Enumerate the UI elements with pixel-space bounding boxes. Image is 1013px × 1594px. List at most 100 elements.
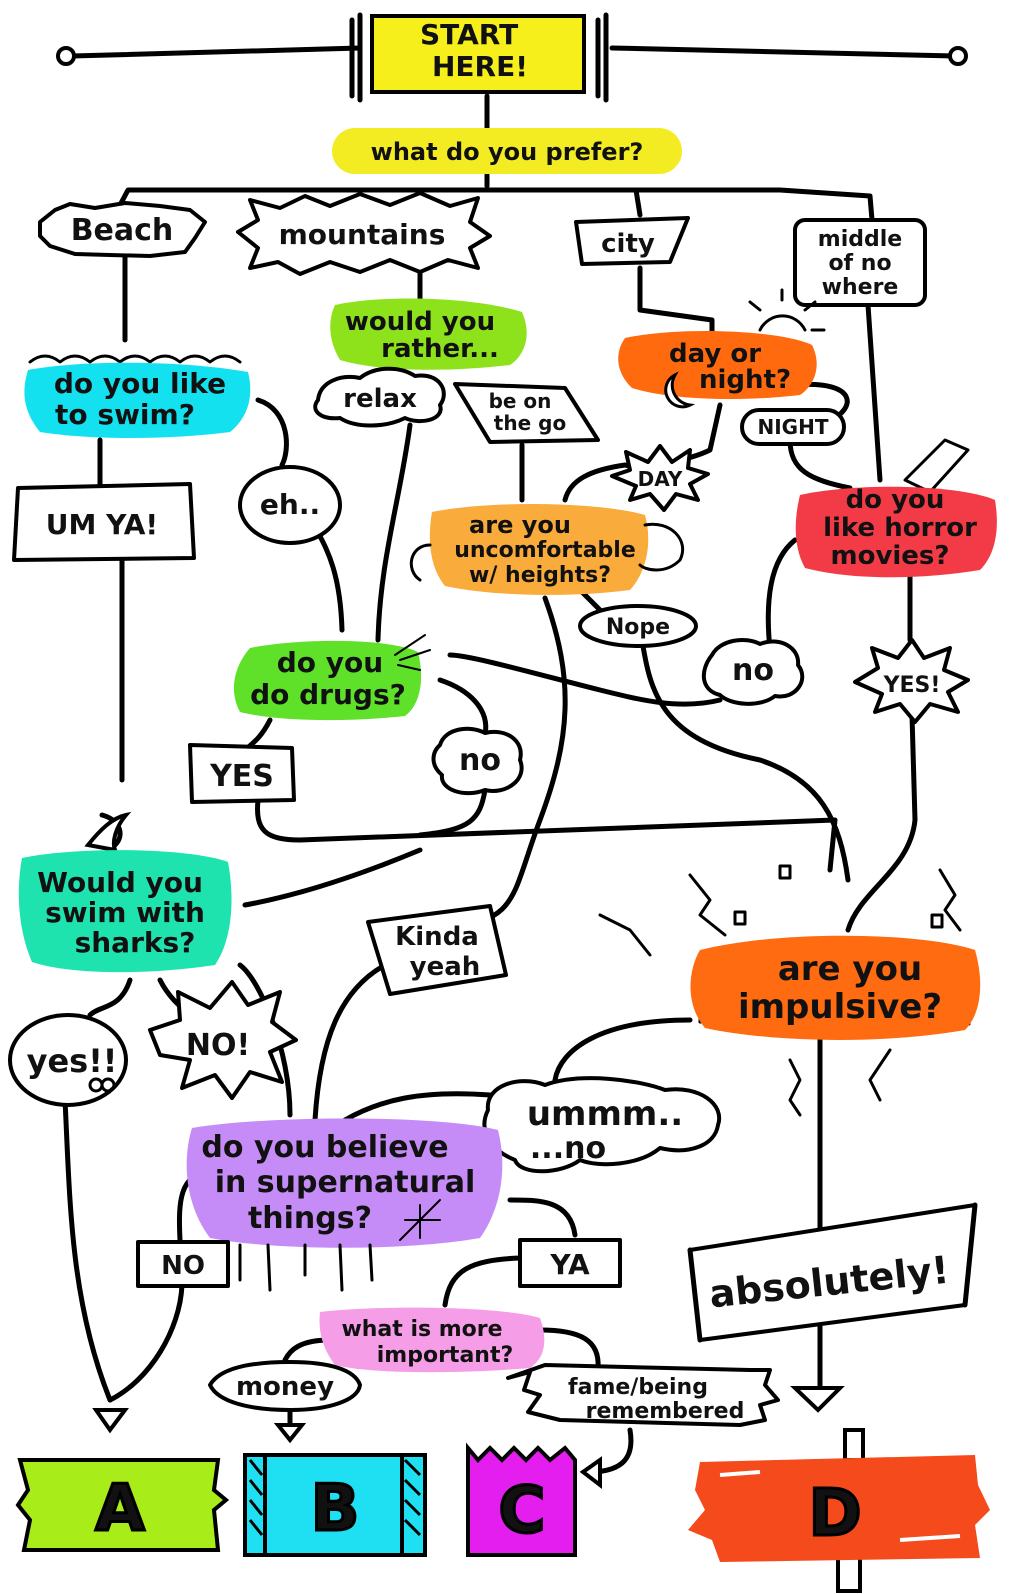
question-drugs-line2: do drugs? bbox=[250, 678, 406, 711]
result-d: D bbox=[688, 1428, 990, 1593]
question-supernatural-line3: things? bbox=[248, 1201, 372, 1236]
question-prefer-text: what do you prefer? bbox=[371, 138, 644, 166]
question-sharks-line2: swim with bbox=[45, 896, 205, 929]
start-line2: HERE! bbox=[432, 50, 528, 83]
question-swim-line1: do you like bbox=[54, 367, 226, 400]
question-sharks-line1: Would you bbox=[37, 866, 203, 899]
choice-city: city bbox=[574, 216, 690, 266]
choice-city-text: city bbox=[601, 229, 655, 259]
question-impulsive: are you impulsive? bbox=[598, 864, 981, 1117]
question-day-night: day or night? bbox=[618, 288, 826, 409]
choice-middle-line2: of no bbox=[828, 251, 891, 276]
answer-eh: eh.. bbox=[238, 465, 342, 545]
answer-ummm-no: ummm.. ...no bbox=[482, 1076, 722, 1174]
answer-ya-supernatural: YA bbox=[518, 1238, 622, 1288]
start-node: START HERE! bbox=[349, 12, 609, 103]
answer-night: NIGHT bbox=[740, 408, 846, 446]
question-swim-line2: to swim? bbox=[55, 398, 195, 431]
question-rather-line1: would you bbox=[345, 307, 495, 337]
answer-yes-horror-text: YES! bbox=[883, 673, 941, 698]
question-sharks-line3: sharks? bbox=[75, 926, 196, 959]
answer-no-horror: no bbox=[701, 638, 805, 706]
answer-yes-drugs: YES bbox=[188, 743, 296, 804]
question-drugs: do you do drugs? bbox=[233, 634, 431, 721]
result-c: C bbox=[466, 1442, 577, 1557]
question-horror-line1: do you bbox=[846, 485, 945, 515]
question-heights-line3: w/ heights? bbox=[469, 563, 611, 588]
choice-middle-line3: where bbox=[822, 275, 899, 300]
answer-no-supernatural: NO bbox=[136, 1240, 230, 1288]
answer-kinda-line2: yeah bbox=[410, 952, 481, 982]
question-important: what is more important? bbox=[319, 1307, 545, 1373]
answer-day: DAY bbox=[610, 444, 710, 512]
answer-be-on-the-go: be on the go bbox=[453, 382, 600, 444]
answer-fame-line1: fame/being bbox=[568, 1375, 708, 1400]
answer-money-text: money bbox=[236, 1372, 334, 1402]
answer-fame: fame/being remembered bbox=[506, 1363, 780, 1427]
question-swim: do you like to swim? bbox=[24, 354, 251, 438]
answer-money: money bbox=[208, 1360, 362, 1412]
answer-no-drugs-text: no bbox=[459, 743, 501, 778]
answer-go-line1: be on bbox=[489, 389, 552, 413]
choice-mountains-text: mountains bbox=[279, 218, 446, 251]
question-important-line2: important? bbox=[377, 1343, 513, 1368]
answer-eh-text: eh.. bbox=[260, 488, 320, 521]
question-prefer: what do you prefer? bbox=[332, 128, 682, 174]
answer-absolutely: absolutely! bbox=[687, 1202, 978, 1343]
answer-relax: relax bbox=[313, 366, 446, 428]
question-daynight-line1: day or bbox=[669, 339, 761, 369]
answer-no-sharks-text: NO! bbox=[186, 1028, 250, 1063]
answer-umya-text: UM YA! bbox=[46, 508, 158, 541]
choice-beach-text: Beach bbox=[71, 213, 174, 248]
question-sharks: Would you swim with sharks? bbox=[18, 811, 232, 973]
choice-beach: Beach bbox=[38, 201, 207, 258]
answer-no-sharks: NO! bbox=[148, 980, 298, 1100]
answer-relax-text: relax bbox=[343, 384, 417, 414]
question-important-line1: what is more bbox=[341, 1317, 502, 1342]
question-heights: are you uncomfortable w/ heights? bbox=[409, 504, 684, 595]
answer-kinda-line1: Kinda bbox=[395, 922, 479, 952]
result-b-label: B bbox=[311, 1472, 360, 1546]
answer-no-horror-text: no bbox=[732, 653, 774, 688]
choice-mountains: mountains bbox=[236, 191, 492, 276]
question-impulsive-line2: impulsive? bbox=[738, 987, 942, 1027]
answer-no-drugs: no bbox=[431, 726, 524, 796]
result-c-label: C bbox=[499, 1474, 546, 1548]
answer-go-line2: the go bbox=[494, 411, 566, 435]
answer-yes-sharks-text: yes!! bbox=[27, 1042, 118, 1080]
result-d-label: D bbox=[808, 1477, 861, 1551]
answer-yes-drugs-text: YES bbox=[209, 759, 274, 794]
answer-yes-sharks: yes!! bbox=[8, 1013, 128, 1107]
question-supernatural-line1: do you believe bbox=[201, 1130, 448, 1165]
start-box bbox=[370, 14, 586, 94]
question-supernatural-line2: in supernatural bbox=[215, 1165, 476, 1200]
result-a: A bbox=[15, 1458, 230, 1552]
question-horror: do you like horror movies? bbox=[795, 438, 997, 578]
question-impulsive-line1: are you bbox=[778, 949, 922, 989]
answer-ummm-line1: ummm.. bbox=[527, 1094, 683, 1134]
answer-day-text: DAY bbox=[638, 467, 683, 491]
answer-ya-super-text: YA bbox=[549, 1248, 590, 1281]
question-daynight-line2: night? bbox=[699, 365, 791, 395]
answer-yes-horror: YES! bbox=[853, 638, 970, 724]
question-rather: would you rather... bbox=[330, 298, 527, 370]
answer-um-ya: UM YA! bbox=[12, 482, 196, 562]
choice-middle-line1: middle bbox=[818, 227, 902, 252]
question-horror-line3: movies? bbox=[830, 541, 949, 571]
answer-no-super-text: NO bbox=[161, 1251, 205, 1281]
result-a-label: A bbox=[95, 1472, 145, 1546]
question-heights-line1: are you bbox=[469, 511, 571, 539]
result-b: B bbox=[243, 1453, 427, 1557]
answer-nope: Nope bbox=[578, 604, 698, 648]
answer-ummm-line2: ...no bbox=[530, 1131, 606, 1166]
start-line1: START bbox=[420, 18, 518, 51]
answer-nope-text: Nope bbox=[606, 615, 670, 640]
choice-middle-of-nowhere: middle of no where bbox=[793, 218, 927, 307]
question-drugs-line1: do you bbox=[277, 646, 383, 679]
answer-kinda-yeah: Kinda yeah bbox=[366, 904, 508, 996]
answer-fame-line2: remembered bbox=[586, 1399, 745, 1424]
question-heights-line2: uncomfortable bbox=[454, 538, 636, 563]
question-rather-line2: rather... bbox=[381, 334, 499, 364]
answer-night-text: NIGHT bbox=[758, 415, 829, 439]
